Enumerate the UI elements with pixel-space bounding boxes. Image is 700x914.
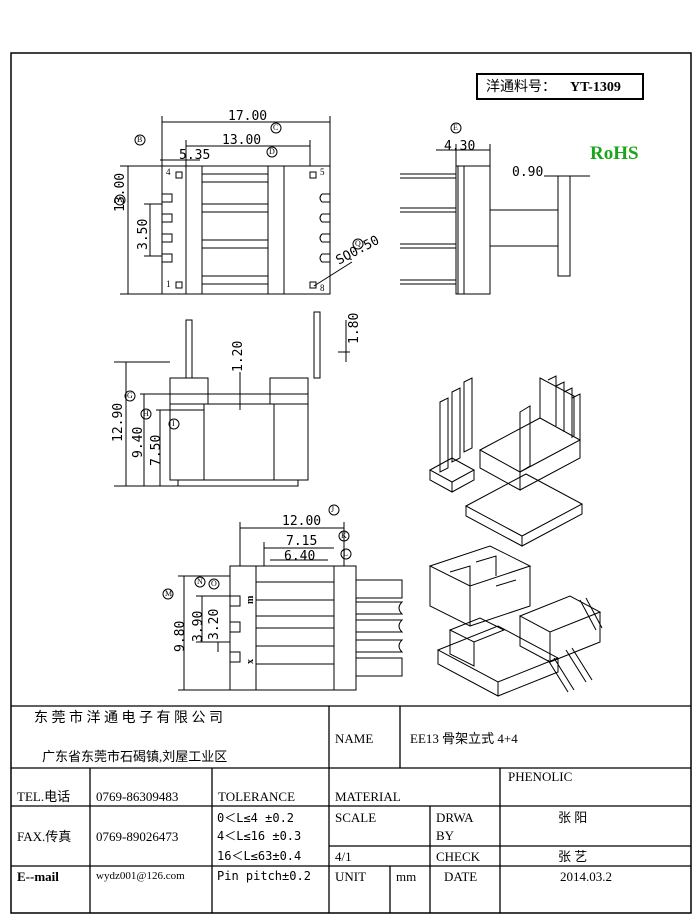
callout-b: B bbox=[137, 135, 143, 144]
fax-label: FAX.传真 bbox=[17, 829, 72, 844]
dim-bottom-width: 12.00 bbox=[282, 514, 322, 529]
rohs-mark: RoHS bbox=[590, 143, 639, 164]
callout-n: N bbox=[197, 577, 203, 586]
unit-value: mm bbox=[396, 869, 417, 884]
bottom-view-outline bbox=[162, 504, 404, 691]
fax-value: 0769-89026473 bbox=[96, 829, 179, 844]
unit-label: UNIT bbox=[335, 869, 367, 884]
drawn-label-2: BY bbox=[436, 828, 455, 843]
callout-j: J bbox=[331, 505, 335, 514]
dim-thickness: 0.90 bbox=[512, 165, 544, 180]
dim-inner-1: 7.15 bbox=[286, 534, 318, 549]
part-number-label: 洋通料号： bbox=[486, 80, 556, 95]
isometric-view-2 bbox=[428, 545, 603, 697]
tolerance-2: 4＜L≤16 ±0.3 bbox=[217, 829, 302, 843]
callout-d: D bbox=[269, 147, 275, 156]
scale-value: 4/1 bbox=[335, 849, 352, 864]
dim-depth: 4.30 bbox=[444, 139, 476, 154]
isometric-view-1 bbox=[428, 375, 584, 547]
callout-h: H bbox=[143, 409, 149, 418]
front-view-outline bbox=[114, 311, 350, 487]
part-number-box: 洋通料号： YT-1309 bbox=[476, 73, 644, 100]
pin-mark-4: 4 bbox=[166, 167, 171, 177]
pin-mark-5: 5 bbox=[320, 167, 325, 177]
tel-value: 0769-86309483 bbox=[96, 789, 179, 804]
check-value: 张 艺 bbox=[558, 849, 588, 864]
side-view-outline bbox=[400, 122, 590, 295]
email-label: E--mail bbox=[17, 869, 59, 884]
part-number-value: YT-1309 bbox=[570, 80, 621, 95]
callout-m: M bbox=[165, 589, 173, 598]
company-address: 广东省东莞市石碣镇,刘屋工业区 bbox=[42, 749, 228, 764]
material-value: PHENOLIC bbox=[508, 769, 573, 784]
top-view-outline bbox=[161, 165, 331, 295]
name-label: NAME bbox=[335, 731, 374, 746]
tel-label: TEL.电话 bbox=[17, 789, 71, 804]
tolerance-1: 0＜L≤4 ±0.2 bbox=[217, 811, 295, 825]
email-value: wydz001@126.com bbox=[96, 870, 185, 882]
pin-mark-8: 8 bbox=[320, 283, 325, 293]
drawn-value: 张 阳 bbox=[558, 810, 588, 825]
date-label: DATE bbox=[444, 869, 478, 884]
sheet-border bbox=[10, 52, 692, 914]
callout-q: Q bbox=[355, 239, 361, 248]
company-name: 东 莞 市 洋 通 电 子 有 限 公 司 bbox=[34, 711, 223, 726]
tolerance-4: Pin pitch±0.2 bbox=[217, 869, 311, 883]
scale-label: SCALE bbox=[335, 810, 377, 825]
dim-inner-width: 13.00 bbox=[222, 133, 262, 148]
material-label: MATERIAL bbox=[335, 789, 401, 804]
pin-mark-1: 1 bbox=[166, 279, 171, 289]
callout-c: C bbox=[273, 123, 279, 132]
callout-o: O bbox=[211, 579, 217, 588]
tolerance-label: TOLERANCE bbox=[218, 789, 296, 804]
callout-g: G bbox=[127, 391, 133, 400]
date-value: 2014.03.2 bbox=[560, 869, 612, 884]
check-label: CHECK bbox=[436, 849, 481, 864]
top-view-dimensions bbox=[114, 116, 364, 295]
dim-overall-width: 17.00 bbox=[228, 109, 268, 124]
callout-i: I bbox=[172, 419, 175, 428]
tolerance-3: 16＜L≤63±0.4 bbox=[217, 849, 302, 863]
name-value: EE13 骨架立式 4+4 bbox=[410, 731, 518, 746]
callout-k: K bbox=[341, 531, 347, 540]
dim-offset: 5.35 bbox=[179, 148, 211, 163]
callout-a: A bbox=[117, 195, 123, 204]
callout-e: E bbox=[453, 123, 458, 132]
callout-l: L bbox=[343, 549, 348, 558]
drawn-label-1: DRWA bbox=[436, 810, 474, 825]
dim-inner-2: 6.40 bbox=[284, 549, 316, 564]
